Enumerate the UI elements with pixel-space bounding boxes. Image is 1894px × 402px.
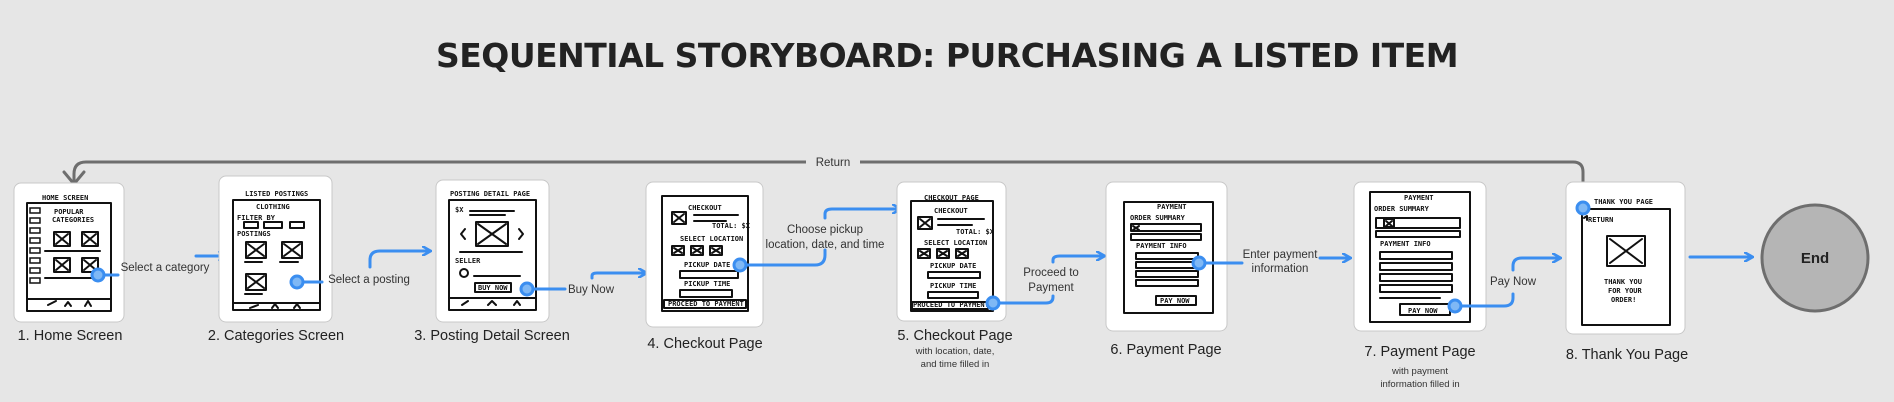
svg-text:location, date, and time: location, date, and time [766, 239, 885, 251]
svg-text:PROCEED TO PAYMENT: PROCEED TO PAYMENT [913, 301, 989, 309]
svg-text:POPULAR: POPULAR [54, 208, 84, 216]
svg-text:PAYMENT: PAYMENT [1404, 194, 1434, 202]
svg-text:FILTER BY: FILTER BY [237, 214, 276, 222]
svg-text:CHECKOUT: CHECKOUT [688, 204, 722, 212]
svg-text:information filled in: information filled in [1380, 379, 1459, 390]
svg-text:THANK YOU: THANK YOU [1604, 278, 1642, 286]
step-2-categories-screen: LISTED POSTINGS CLOTHING FILTER BY POSTI… [208, 175, 344, 344]
action-enter-payment: Enter payment information [1203, 249, 1350, 275]
svg-text:Enter payment: Enter payment [1243, 249, 1319, 261]
svg-text:Payment: Payment [1028, 282, 1074, 294]
svg-text:RETURN: RETURN [1588, 216, 1613, 224]
svg-text:CHECKOUT: CHECKOUT [934, 207, 968, 215]
svg-text:CATEGORIES: CATEGORIES [52, 216, 94, 224]
step-6-payment-page: PAYMENT ORDER SUMMARY PAYMENT INFO PAY N… [1105, 181, 1228, 358]
end-label: End [1801, 250, 1829, 267]
step-3-label: 3. Posting Detail Screen [414, 328, 570, 344]
svg-text:PICKUP TIME: PICKUP TIME [930, 282, 976, 290]
svg-text:SELECT LOCATION: SELECT LOCATION [680, 235, 743, 243]
svg-text:TOTAL: $X: TOTAL: $X [712, 222, 751, 230]
step-5-label: 5. Checkout Page [897, 328, 1012, 344]
action-pay-now: Pay Now [1459, 258, 1560, 308]
svg-text:LISTED POSTINGS: LISTED POSTINGS [245, 190, 308, 198]
step-4-label: 4. Checkout Page [647, 336, 762, 352]
svg-text:THANK YOU PAGE: THANK YOU PAGE [1594, 198, 1653, 206]
svg-text:Buy Now: Buy Now [568, 284, 615, 296]
svg-text:with location, date,: with location, date, [915, 346, 995, 357]
svg-text:PROCEED TO PAYMENT: PROCEED TO PAYMENT [668, 300, 744, 308]
svg-text:SELLER: SELLER [455, 257, 481, 265]
step-7-label: 7. Payment Page [1364, 344, 1475, 360]
svg-text:$X: $X [455, 206, 464, 214]
svg-text:ORDER SUMMARY: ORDER SUMMARY [1130, 214, 1186, 222]
svg-text:PICKUP DATE: PICKUP DATE [684, 261, 730, 269]
svg-text:SELECT LOCATION: SELECT LOCATION [924, 239, 987, 247]
end-node: End [1760, 203, 1870, 313]
step-4-checkout-page: CHECKOUT TOTAL: $X SELECT LOCATION PICKU… [645, 181, 764, 352]
svg-text:PICKUP TIME: PICKUP TIME [684, 280, 730, 288]
step-1-home-screen: HOME SCREEN POPULAR CATEGORIES 1. Home S… [13, 182, 125, 344]
svg-text:ORDER!: ORDER! [1611, 296, 1636, 304]
svg-text:with payment: with payment [1391, 366, 1448, 377]
svg-text:Pay Now: Pay Now [1490, 276, 1537, 288]
step-1-label: 1. Home Screen [18, 328, 123, 344]
action-buy-now: Buy Now [531, 273, 646, 296]
svg-text:PAY NOW: PAY NOW [1160, 297, 1190, 305]
action-choose-pickup: Choose pickup location, date, and time [744, 209, 900, 267]
svg-text:ORDER SUMMARY: ORDER SUMMARY [1374, 205, 1430, 213]
svg-text:Select a category: Select a category [121, 262, 210, 274]
svg-text:PICKUP DATE: PICKUP DATE [930, 262, 976, 270]
svg-text:and time filled in: and time filled in [921, 359, 990, 370]
step-8-thank-you-page: THANK YOU PAGE RETURN THANK YOU FOR YOUR… [1565, 181, 1688, 363]
storyboard-title: SEQUENTIAL STORYBOARD: PURCHASING A LIST… [435, 36, 1459, 75]
svg-text:POSTING DETAIL PAGE: POSTING DETAIL PAGE [450, 190, 530, 198]
step-3-posting-detail-screen: POSTING DETAIL PAGE $X SELLER BUY NOW 3.… [414, 179, 570, 344]
svg-text:information: information [1252, 263, 1309, 275]
svg-text:FOR YOUR: FOR YOUR [1608, 287, 1643, 295]
step-2-label: 2. Categories Screen [208, 328, 344, 344]
action-select-posting: Select a posting [301, 251, 430, 286]
step-8-label: 8. Thank You Page [1566, 347, 1688, 363]
svg-text:BUY NOW: BUY NOW [478, 284, 508, 292]
svg-text:Select a posting: Select a posting [328, 274, 410, 286]
svg-text:HOME SCREEN: HOME SCREEN [42, 194, 88, 202]
return-label: Return [816, 157, 851, 169]
svg-text:Proceed to: Proceed to [1023, 267, 1079, 279]
svg-text:PAYMENT: PAYMENT [1157, 203, 1187, 211]
step-5-checkout-page-filled: CHECKOUT PAGE CHECKOUT TOTAL: $X SELECT … [896, 181, 1013, 370]
step-6-label: 6. Payment Page [1110, 342, 1221, 358]
svg-text:PAYMENT INFO: PAYMENT INFO [1136, 242, 1187, 250]
svg-text:PAY NOW: PAY NOW [1408, 307, 1438, 315]
svg-text:Choose pickup: Choose pickup [787, 224, 863, 236]
svg-text:TOTAL: $X: TOTAL: $X [956, 228, 995, 236]
svg-text:PAYMENT INFO: PAYMENT INFO [1380, 240, 1431, 248]
svg-text:CLOTHING: CLOTHING [256, 203, 290, 211]
svg-text:CHECKOUT PAGE: CHECKOUT PAGE [924, 194, 979, 202]
svg-text:POSTINGS: POSTINGS [237, 230, 271, 238]
step-7-payment-page-filled: PAYMENT ORDER SUMMARY PAYMENT INFO PAY N… [1353, 181, 1487, 390]
action-proceed-to-payment: Proceed to Payment [997, 256, 1104, 305]
